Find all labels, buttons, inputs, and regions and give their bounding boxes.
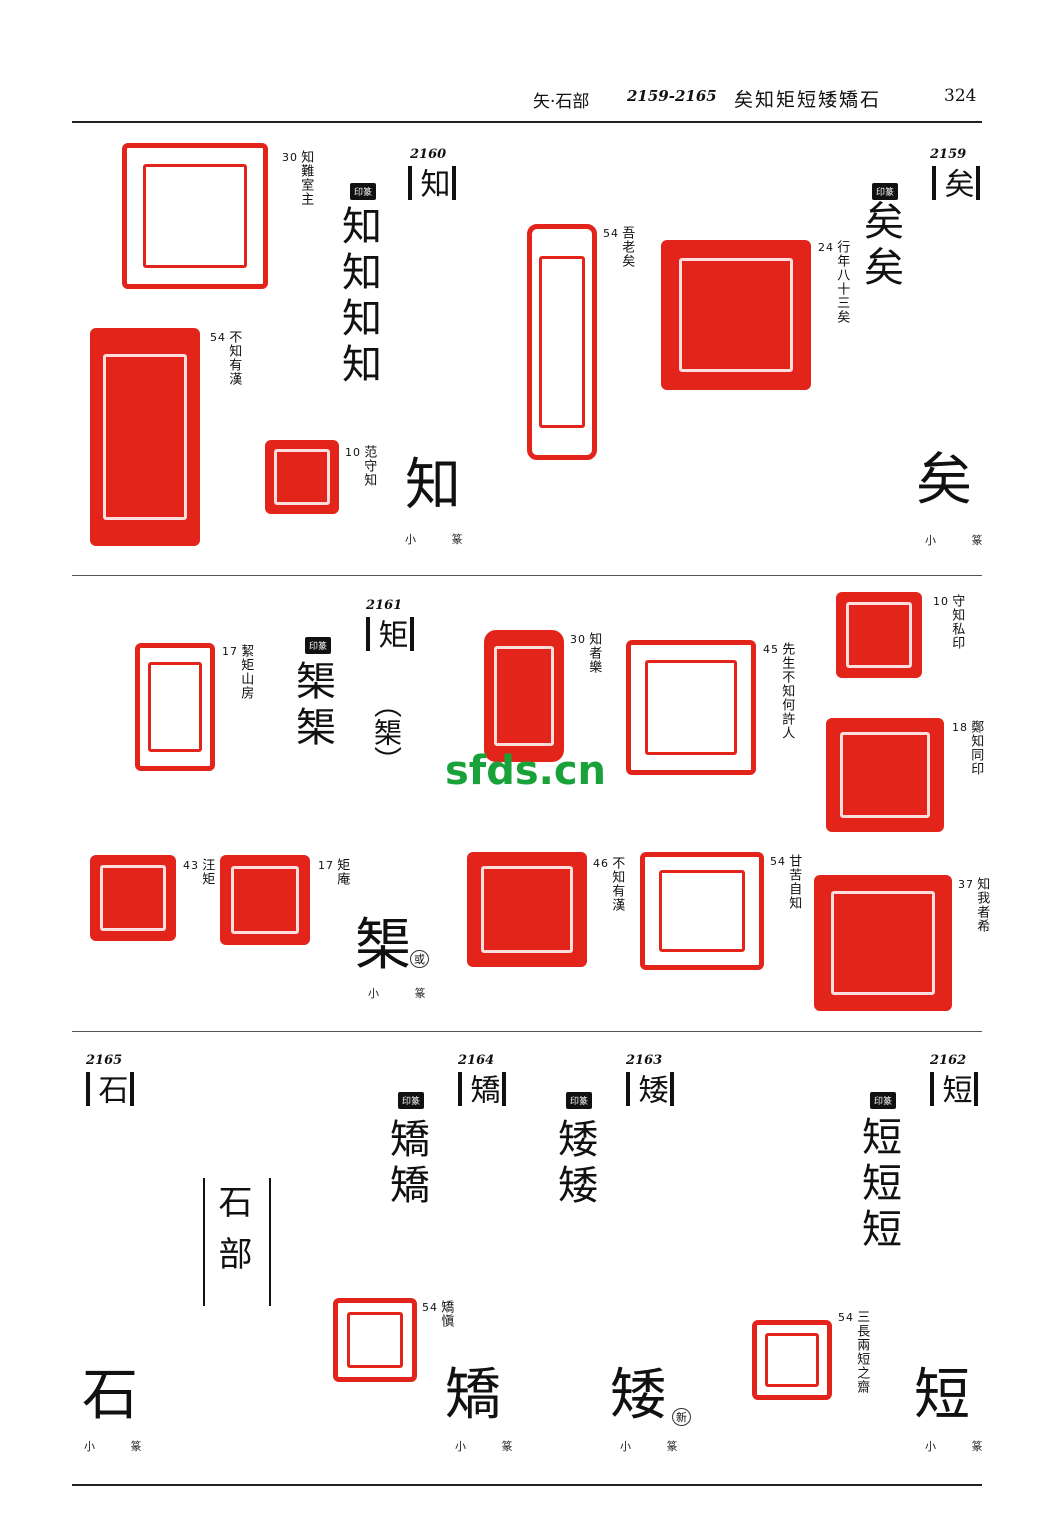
seal-script-tag: 印篆	[870, 1092, 897, 1109]
seal-impression	[836, 592, 922, 678]
entry-head-2165: 石	[86, 1072, 134, 1106]
small-seal-label: 小 篆	[455, 1440, 529, 1453]
small-seal-label: 小 篆	[925, 1440, 999, 1453]
small-seal-glyph-2159: 矣	[916, 448, 972, 513]
seal-impression	[814, 875, 952, 1011]
watermark: sfds.cn	[445, 748, 607, 794]
entry-number-2160: 2160	[410, 147, 447, 162]
entry-head-2159: 矣	[932, 166, 980, 200]
small-seal-glyph-2165: 石	[82, 1363, 138, 1428]
seal-glyphs-2162: 短短短	[855, 1116, 901, 1254]
entry-head-2161: 矩	[366, 617, 414, 651]
entry-number-2165: 2165	[86, 1053, 123, 1068]
seal-glyphs-2163: 矮矮	[551, 1118, 597, 1210]
entry-number-2163: 2163	[626, 1053, 663, 1068]
entry-head-alt-2161: （榘）	[370, 690, 403, 774]
seal-impression	[90, 855, 176, 941]
small-seal-label: 小 篆	[368, 987, 442, 1000]
seal-impression	[661, 240, 811, 390]
radical-title: 石部	[212, 1184, 252, 1288]
entry-number-2162: 2162	[930, 1053, 967, 1068]
seal-impression	[640, 852, 764, 970]
section-divider	[72, 1031, 982, 1032]
small-seal-note: 或	[410, 950, 429, 968]
entry-number-2161: 2161	[366, 598, 403, 613]
seal-impression	[484, 630, 564, 762]
entry-head-2162: 短	[930, 1072, 978, 1106]
seal-impression	[527, 224, 597, 460]
small-seal-label: 小 篆	[84, 1440, 158, 1453]
seal-script-tag: 印篆	[566, 1092, 593, 1109]
small-seal-glyph-2162: 短	[914, 1363, 970, 1428]
section-divider	[72, 575, 982, 576]
header-chars: 矣知矩短矮矯石	[734, 89, 882, 111]
seal-script-tag: 印篆	[398, 1092, 425, 1109]
seal-script-tag: 印篆	[350, 183, 377, 200]
page-number: 324	[944, 86, 977, 106]
seal-impression	[122, 143, 268, 289]
header-section: 矢·石部	[533, 92, 590, 112]
small-seal-label: 小 篆	[405, 533, 479, 546]
seal-impression	[752, 1320, 832, 1400]
seal-impression	[135, 643, 215, 771]
seal-glyphs-2164: 矯矯	[383, 1118, 429, 1210]
seal-impression	[220, 855, 310, 945]
footer-rule	[72, 1484, 982, 1486]
seal-glyphs-2161: 榘榘	[289, 660, 335, 752]
header-range: 2159-2165	[627, 87, 717, 105]
small-seal-label: 小 篆	[925, 534, 999, 547]
small-seal-label: 小 篆	[620, 1440, 694, 1453]
seal-impression	[333, 1298, 417, 1382]
seal-script-tag: 印篆	[872, 183, 899, 200]
entry-number-2159: 2159	[930, 147, 967, 162]
seal-impression	[90, 328, 200, 546]
small-seal-glyph-2160: 知	[405, 453, 461, 518]
entry-head-2164: 矯	[458, 1072, 506, 1106]
small-seal-glyph-2164: 矯	[445, 1363, 501, 1428]
small-seal-note: 新	[672, 1408, 691, 1426]
seal-impression	[826, 718, 944, 832]
entry-head-2163: 矮	[626, 1072, 674, 1106]
entry-head-2160: 知	[408, 166, 456, 200]
small-seal-glyph-2161: 榘	[355, 913, 411, 978]
small-seal-glyph-2163: 矮	[610, 1363, 666, 1428]
seal-glyphs-2160: 知知知知	[335, 205, 381, 389]
seal-glyphs-2159: 矣矣	[857, 200, 903, 292]
seal-script-tag: 印篆	[305, 637, 332, 654]
seal-impression	[265, 440, 339, 514]
entry-number-2164: 2164	[458, 1053, 495, 1068]
header-rule	[72, 121, 982, 123]
seal-impression	[467, 852, 587, 967]
radical-box: 石部	[203, 1178, 271, 1306]
seal-impression	[626, 640, 756, 775]
